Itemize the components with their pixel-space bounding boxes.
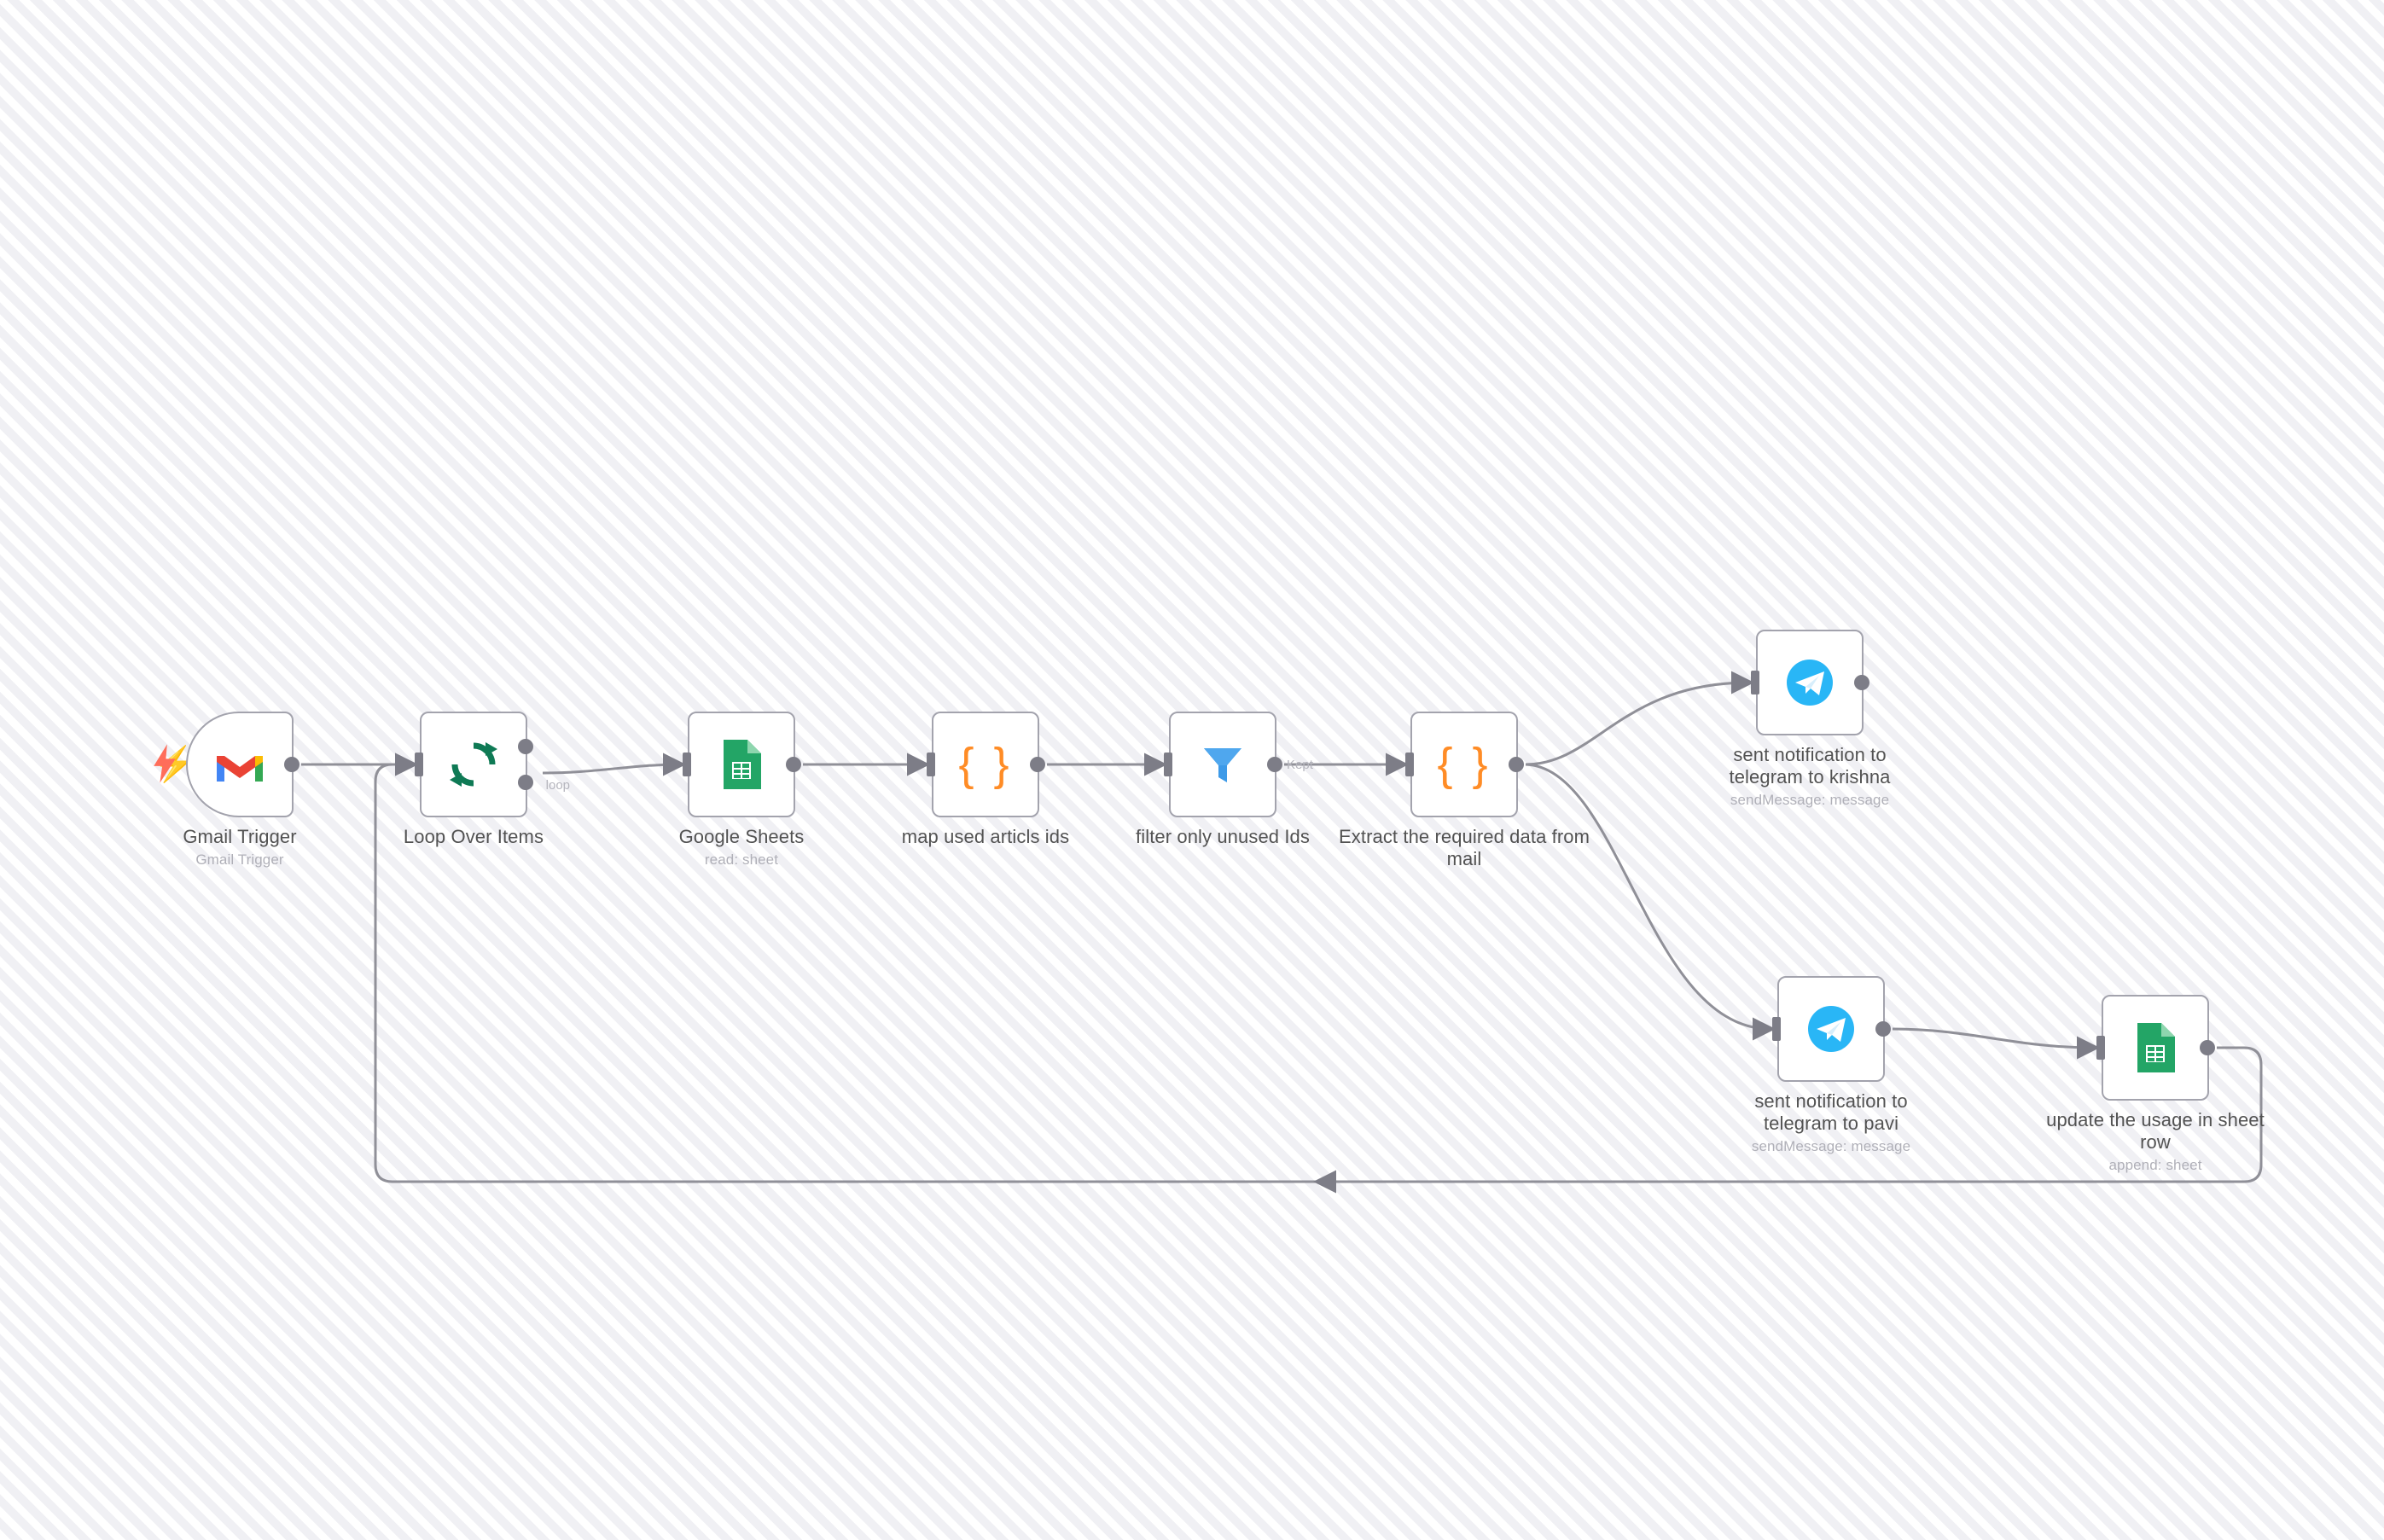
extract-output-port[interactable] [1509,757,1524,772]
node-title: Gmail Trigger [183,826,297,847]
google-sheets-icon [715,738,768,791]
node-loop-over-items[interactable]: loop Loop Over Items [404,712,570,847]
loop-output-label: loop [545,778,570,793]
input-port[interactable] [683,753,691,776]
input-port[interactable] [1164,753,1172,776]
node-title: Loop Over Items [403,826,544,847]
node-title: sent notification to telegram to pavi [1754,1090,1908,1134]
node-subtitle: sendMessage: message [1751,1138,1911,1154]
node-telegram-pavi[interactable]: sent notification to telegram to pavi se… [1752,976,1910,1154]
node-title: Extract the required data from mail [1338,826,1590,869]
node-subtitle: append: sheet [2108,1157,2202,1173]
input-port[interactable] [1751,671,1759,694]
telegram-icon [1783,656,1836,709]
node-google-sheets[interactable]: Google Sheets read: sheet [679,712,804,868]
node-subtitle: Gmail Trigger [195,851,284,868]
filter-kept-output-port[interactable] [1267,757,1282,772]
telegram-icon [1805,1002,1858,1055]
edge-telegram-pavi-to-update-sheet [1892,1027,2100,1060]
code-braces-icon: { } [958,739,1013,790]
input-port[interactable] [1772,1017,1781,1041]
funnel-filter-icon [1196,738,1249,791]
loop-done-output-port[interactable] [518,739,533,754]
edge-extract-to-telegram-pavi [1525,763,1776,1041]
input-port[interactable] [2096,1036,2105,1060]
node-title: Google Sheets [678,826,805,847]
google-sheets-output-port[interactable] [786,757,801,772]
edge-label-kept: Kept [1287,758,1313,772]
node-subtitle: read: sheet [704,851,779,868]
update-sheet-output-port[interactable] [2200,1040,2215,1055]
map-output-port[interactable] [1030,757,1045,772]
node-telegram-krishna[interactable]: sent notification to telegram to krishna… [1730,630,1890,808]
node-title: update the usage in sheet row [2046,1109,2265,1153]
edge-loop-to-sheets [542,753,686,776]
telegram-krishna-output-port[interactable] [1854,675,1869,690]
input-port[interactable] [927,753,935,776]
input-port[interactable] [415,753,423,776]
telegram-pavi-output-port[interactable] [1875,1021,1891,1037]
node-extract-required-data[interactable]: { } Extract the required data from mail [1339,712,1590,869]
gmail-trigger-output-port[interactable] [284,757,299,772]
node-gmail-trigger[interactable]: Gmail Trigger Gmail Trigger [183,712,299,868]
google-sheets-icon [2129,1021,2182,1074]
node-subtitle: sendMessage: message [1730,792,1890,808]
edge-update-sheet-loopback [374,753,2263,1183]
edge-extract-to-telegram-krishna [1525,671,1754,766]
lightning-bolt-glyph [154,744,176,783]
gmail-icon [213,738,266,791]
loop-loop-output-port[interactable] [518,775,533,790]
code-braces-icon: { } [1437,739,1491,790]
node-filter-only-unused-ids[interactable]: Kept filter only unused Ids [1136,712,1313,847]
loop-refresh-icon [447,738,500,791]
node-title: map used articls ids [901,826,1070,847]
node-title: sent notification to telegram to krishna [1729,744,1891,787]
node-update-usage-sheet-row[interactable]: update the usage in sheet row append: sh… [2046,995,2265,1173]
input-port[interactable] [1405,753,1414,776]
node-map-used-articls-ids[interactable]: { } map used articls ids [902,712,1069,847]
node-title: filter only unused Ids [1136,826,1310,847]
